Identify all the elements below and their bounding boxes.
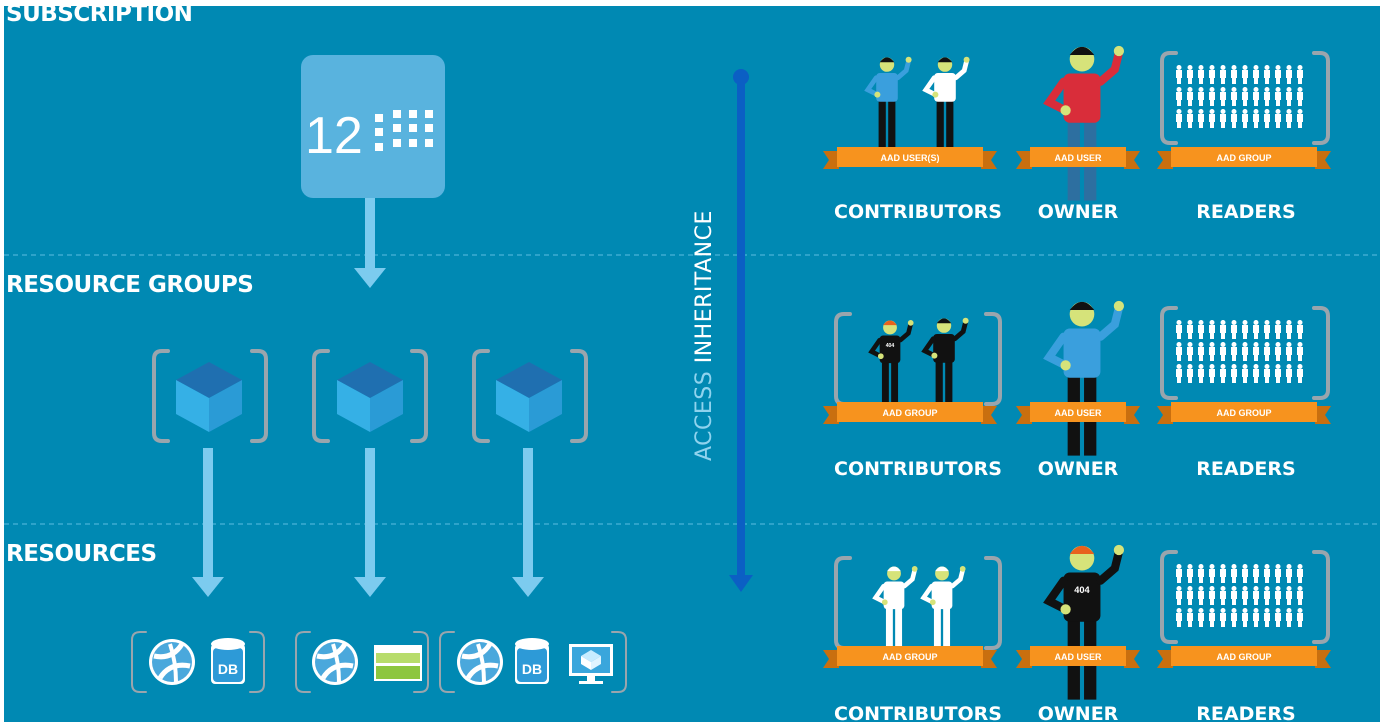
readers-bracket	[1160, 306, 1330, 400]
resource-bracket	[295, 631, 429, 693]
readers-banner: AAD GROUP	[1157, 646, 1331, 668]
resource-group-bracket	[152, 349, 268, 443]
diagram-canvas: 12 DB DB AAD USER(S)	[4, 45, 1380, 700]
storage-icon	[374, 645, 422, 681]
access-inheritance-part1: ACCESS	[692, 363, 717, 461]
arrow-down-icon	[354, 198, 386, 288]
db-label: DB	[218, 661, 238, 677]
access-inheritance-part2: INHERITANCE	[692, 210, 717, 364]
readers-banner: AAD GROUP	[1157, 147, 1331, 169]
contributor-person-icon	[921, 317, 969, 409]
database-icon: DB	[515, 638, 549, 684]
contributors-banner: AAD GROUP	[823, 646, 997, 668]
resource-bracket	[439, 631, 627, 693]
banner-label: AAD GROUP	[1216, 652, 1271, 662]
owner-person-icon	[1043, 45, 1125, 201]
inheritance-arrow	[729, 69, 753, 592]
role-label-readers: READERS	[1196, 201, 1296, 223]
resource-groups-layer	[152, 349, 588, 443]
owner-person-icon	[1043, 300, 1125, 456]
role-label-owner: OWNER	[1037, 703, 1119, 722]
readers-bracket	[1160, 550, 1330, 644]
shirt-badge: 404	[1074, 585, 1090, 595]
role-label-contributors: CONTRIBUTORS	[834, 703, 1002, 722]
subscription-number: 12	[305, 107, 363, 165]
contributor-person-icon: B	[920, 565, 966, 653]
contributor-person-icon	[922, 56, 970, 148]
contributor-person-icon: A	[872, 565, 918, 653]
banner-label: AAD GROUP	[1216, 153, 1271, 163]
access-inheritance-diagram: 12 DB DB AAD USER(S)	[4, 6, 1380, 722]
shirt-badge: A	[892, 589, 896, 595]
banner-label: AAD USER(S)	[880, 153, 939, 163]
web-app-icon	[457, 639, 503, 685]
web-app-icon	[149, 639, 195, 685]
subscription-grid-icon	[375, 110, 433, 151]
role-label-readers: READERS	[1196, 703, 1296, 722]
contributors-bracket	[834, 312, 1002, 406]
banner-label: AAD GROUP	[882, 408, 937, 418]
resource-group-cube-icon	[337, 362, 403, 432]
owner-person-icon: 404	[1043, 544, 1125, 700]
resource-group-cube-icon	[176, 362, 242, 432]
section-title-subscription: SUBSCRIPTION	[6, 6, 193, 27]
role-label-contributors: CONTRIBUTORS	[834, 458, 1002, 480]
access-inheritance-label: ACCESS INHERITANCE	[692, 210, 717, 461]
database-icon: DB	[211, 638, 245, 684]
resource-bracket	[131, 631, 265, 693]
arrow-down-icon	[512, 448, 544, 597]
owner-banner: AAD USER	[1016, 402, 1140, 424]
resource-group-bracket	[472, 349, 588, 443]
arrow-down-icon	[192, 448, 224, 597]
arrow-down-icon	[354, 448, 386, 597]
owner-banner: AAD USER	[1016, 147, 1140, 169]
web-app-icon	[312, 639, 358, 685]
banner-label: AAD USER	[1054, 408, 1102, 418]
contributor-person-icon: 404	[868, 319, 914, 407]
readers-bracket	[1160, 51, 1330, 145]
readers-group-icon	[1176, 320, 1303, 383]
role-label-contributors: CONTRIBUTORS	[834, 201, 1002, 223]
resources-layer: DB DB	[131, 631, 627, 693]
resource-group-bracket	[312, 349, 428, 443]
contributors-banner: AAD USER(S)	[823, 147, 997, 169]
section-title-resource-groups: RESOURCE GROUPS	[6, 272, 254, 298]
role-label-owner: OWNER	[1037, 201, 1119, 223]
resource-group-cube-icon	[496, 362, 562, 432]
banner-label: AAD USER	[1054, 153, 1102, 163]
banner-label: AAD GROUP	[882, 652, 937, 662]
shirt-badge: 404	[886, 343, 895, 349]
contributors-banner: AAD GROUP	[823, 402, 997, 424]
contributor-person-icon	[864, 56, 912, 148]
db-label: DB	[522, 661, 542, 677]
readers-banner: AAD GROUP	[1157, 402, 1331, 424]
readers-group-icon	[1176, 564, 1303, 627]
owner-banner: AAD USER	[1016, 646, 1140, 668]
banner-label: AAD GROUP	[1216, 408, 1271, 418]
contributors-bracket	[834, 556, 1002, 650]
resource-arrows	[192, 448, 544, 597]
section-title-resources: RESOURCES	[6, 541, 157, 567]
shirt-badge: B	[940, 589, 944, 595]
subscription-tile: 12	[301, 55, 445, 198]
role-label-owner: OWNER	[1037, 458, 1119, 480]
virtual-machine-icon	[569, 644, 613, 684]
banner-label: AAD USER	[1054, 652, 1102, 662]
role-label-readers: READERS	[1196, 458, 1296, 480]
readers-group-icon	[1176, 65, 1303, 128]
